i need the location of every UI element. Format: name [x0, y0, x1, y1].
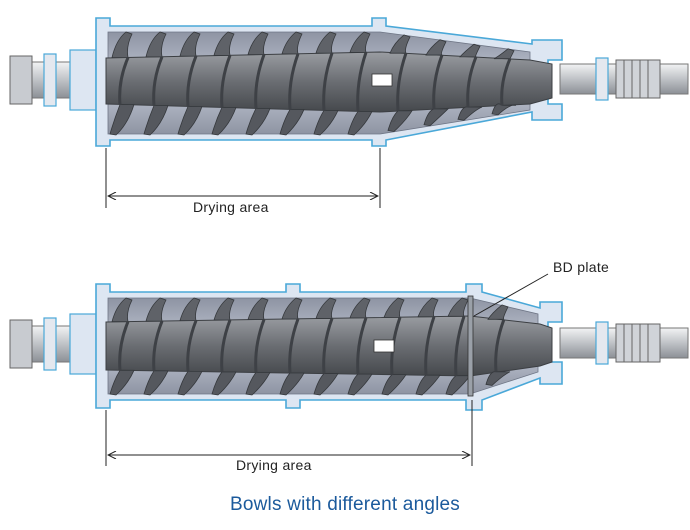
flight-blade-upper [315, 31, 337, 54]
flight-blade-lower [415, 374, 441, 396]
flight-edge [152, 320, 164, 371]
flight-blade-upper [213, 31, 235, 56]
flight-blade-lower [485, 371, 511, 386]
flight-edge [322, 52, 334, 111]
flight-blade-lower [211, 107, 237, 136]
flight-blade-upper [349, 297, 371, 319]
feed-port [371, 73, 393, 87]
flight-blade-lower [245, 372, 271, 396]
flight-edge [254, 319, 266, 373]
flight-blade-upper [425, 39, 447, 56]
dimension-line-top [105, 148, 381, 208]
flight-blade-lower [177, 370, 203, 396]
figure-caption: Bowls with different angles [229, 494, 460, 515]
drying-area-label-top: Drying area [193, 199, 269, 215]
right-flange [595, 321, 609, 365]
screw-flights [109, 31, 517, 136]
flight-blade-upper [417, 297, 439, 318]
screw-flights [109, 297, 511, 396]
flight-blade-upper [111, 31, 133, 59]
flight-blade-upper [179, 297, 201, 322]
flight-blade-lower [381, 374, 407, 396]
flight-blade-lower [109, 369, 135, 396]
flight-edge [500, 58, 512, 106]
dimension-line-bottom [105, 400, 473, 466]
flight-blade-lower [109, 104, 135, 136]
feed-port [373, 339, 395, 353]
flight-edge [288, 53, 300, 110]
flight-edge [356, 317, 368, 375]
flight-blade-upper [383, 297, 405, 318]
flight-blade-lower [313, 110, 339, 136]
flight-edge [186, 55, 198, 107]
bd-plate-leader [473, 273, 549, 317]
left-bearing [69, 313, 97, 375]
left-flange [43, 317, 57, 371]
flight-edge [118, 57, 130, 105]
flight-blade-lower [211, 371, 237, 396]
flight-blade-upper [213, 297, 235, 321]
bowl-top [9, 17, 689, 147]
flight-blade-upper [145, 297, 167, 322]
flight-blade-lower [313, 373, 339, 396]
flight-edge [356, 51, 368, 112]
flight-blade-lower [245, 108, 271, 136]
flight-edge [396, 52, 408, 111]
flight-edge [494, 318, 506, 372]
bd-plate-label: BD plate [553, 259, 610, 275]
flight-blade-upper [281, 31, 303, 55]
flight-edge [454, 315, 466, 376]
flight-blade-upper [349, 31, 371, 53]
flight-blade-lower [279, 109, 305, 136]
left-collar [9, 55, 33, 105]
flight-blade-upper [179, 31, 201, 57]
coupling-teeth [623, 324, 649, 362]
flight-blade-upper [247, 297, 269, 320]
flight-blade-upper [281, 297, 303, 320]
flight-blade-upper [145, 31, 167, 58]
flight-blade-lower [279, 372, 305, 396]
flight-blade-lower [143, 370, 169, 396]
flight-blade-upper [247, 31, 269, 56]
flight-edge [118, 321, 130, 371]
left-collar [9, 319, 33, 369]
flight-edge [288, 318, 300, 374]
flight-blade-lower [347, 111, 373, 136]
coupling-teeth [623, 60, 649, 98]
flight-edge [466, 56, 478, 108]
flight-blade-lower [423, 108, 449, 127]
left-bearing [69, 49, 97, 111]
flight-edge [152, 56, 164, 106]
flight-blade-lower [445, 375, 471, 396]
flight-edge [186, 320, 198, 372]
right-flange [595, 57, 609, 101]
flight-edge [322, 317, 334, 374]
left-flange [43, 53, 57, 107]
flight-blade-upper [487, 304, 509, 320]
flight-blade-lower [177, 106, 203, 136]
bowl-bottom [9, 283, 689, 411]
flight-edge [220, 54, 232, 108]
flight-edge [220, 319, 232, 373]
flight-blade-lower [143, 105, 169, 136]
flight-blade-lower [491, 103, 517, 116]
drying-area-label-bottom: Drying area [236, 457, 312, 473]
flight-edge [424, 316, 436, 376]
flight-blade-lower [347, 373, 373, 396]
flight-blade-lower [387, 110, 413, 132]
flight-edge [432, 54, 444, 110]
flight-blade-upper [111, 297, 133, 323]
flight-blade-upper [315, 297, 337, 319]
right-coupling [615, 323, 661, 363]
bd-plate [467, 295, 474, 397]
right-coupling [615, 59, 661, 99]
flight-edge [254, 54, 266, 109]
flight-blade-upper [389, 34, 411, 54]
flight-blade-lower [457, 106, 483, 121]
